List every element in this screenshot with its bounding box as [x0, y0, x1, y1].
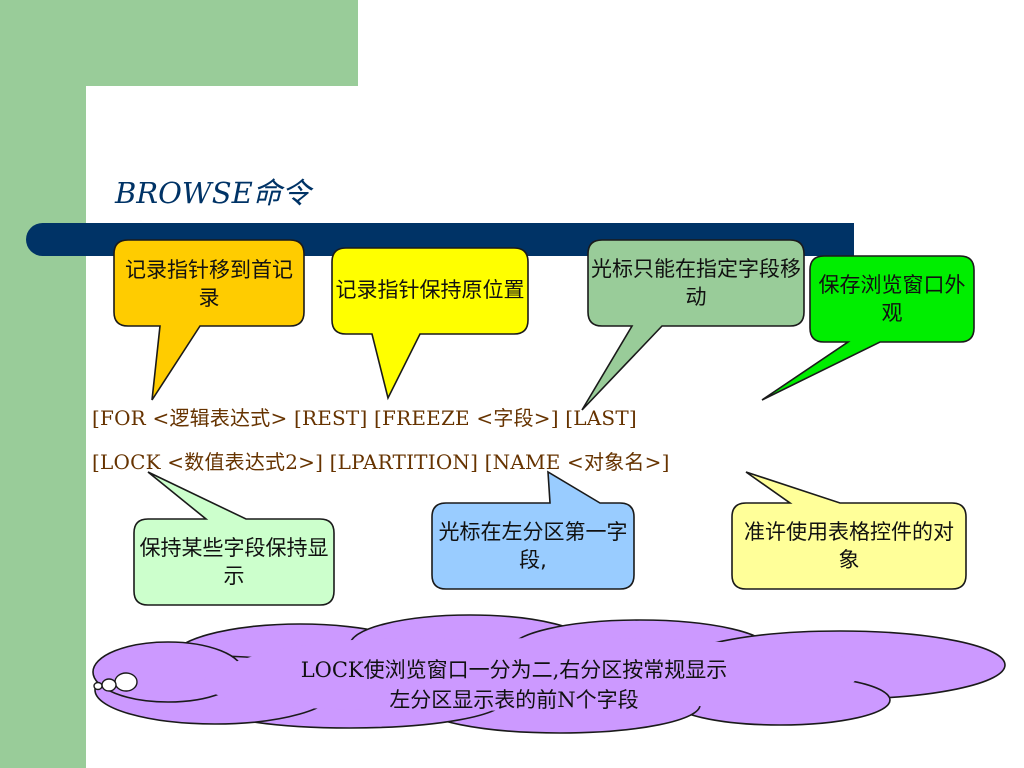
callout-5-text: 保持某些字段保持显示 [139, 536, 329, 588]
callout-2-text: 记录指针保持原位置 [335, 278, 525, 302]
syntax-line-2: [LOCK <数值表达式2>] [LPARTITION] [NAME <对象名>… [92, 450, 670, 474]
callout-4-shape [761, 255, 975, 401]
cloud-callout-text: LOCK使浏览窗口一分为二,右分区按常规显示 左分区显示表的前N个字段 [190, 645, 838, 725]
callout-7-shape [731, 471, 967, 590]
callout-5-shape [133, 471, 335, 606]
green-top-band [86, 0, 358, 86]
green-sidebar-band [0, 0, 86, 768]
cloud-text-line-1: LOCK使浏览窗口一分为二,右分区按常规显示 [300, 658, 728, 682]
callout-1-text: 记录指针移到首记录 [125, 258, 293, 310]
syntax-line-1: [FOR <逻辑表达式> [REST] [FREEZE <字段>] [LAST] [92, 406, 637, 430]
callout-3-shape [581, 239, 805, 411]
callout-4-text: 保存浏览窗口外观 [818, 273, 966, 325]
callout-2-shape [331, 247, 529, 401]
callout-3-text: 光标只能在指定字段移动 [591, 257, 801, 309]
slide-title: BROWSE命令 [115, 176, 311, 210]
cloud-text-line-2: 左分区显示表的前N个字段 [389, 688, 639, 712]
callout-6-text: 光标在左分区第一字段, [438, 520, 628, 572]
callout-1-shape [113, 239, 305, 401]
callout-7-text: 准许使用表格控件的对象 [744, 520, 954, 572]
callout-6-shape [431, 470, 635, 590]
cloud-tail-bubbles [93, 672, 138, 692]
cloud-fill-core [204, 637, 860, 711]
